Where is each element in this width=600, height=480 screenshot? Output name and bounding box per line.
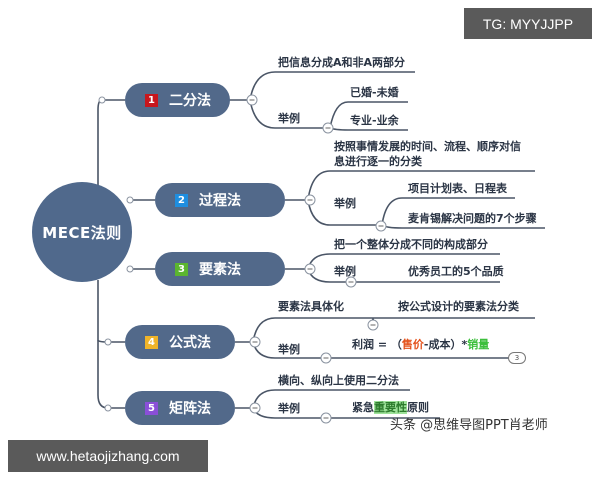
- matrix-example-label[interactable]: 举例: [278, 402, 300, 415]
- branch-node-process[interactable]: 2 过程法: [155, 183, 285, 217]
- root-node[interactable]: MECE法则: [32, 182, 132, 282]
- author-credit: 头条 @思维导图PPT肖老师: [390, 418, 548, 433]
- collapsed-count-badge[interactable]: 3: [508, 352, 526, 364]
- formula-price: 售价: [401, 338, 424, 351]
- binary-definition[interactable]: 把信息分成A和非A两部分: [278, 56, 406, 69]
- process-definition-line-2[interactable]: 息进行逐一的分类: [334, 155, 422, 168]
- process-example-label[interactable]: 举例: [334, 197, 356, 210]
- branch-label: 过程法: [199, 193, 241, 209]
- binary-example-label[interactable]: 举例: [278, 112, 300, 125]
- number-2-icon: 2: [175, 193, 188, 207]
- branch-node-elements[interactable]: 3 要素法: [155, 252, 285, 286]
- formula-middle: -成本）*: [423, 338, 468, 351]
- matrix-example-suffix: 原则: [407, 401, 429, 414]
- elements-example-label[interactable]: 举例: [334, 265, 356, 278]
- branch-label: 要素法: [199, 262, 241, 278]
- root-label: MECE法则: [42, 223, 122, 242]
- matrix-example-highlight: 重要性: [374, 401, 407, 414]
- elements-example-1[interactable]: 优秀员工的5个品质: [408, 265, 504, 278]
- watermark-top-right: TG: MYYJJPP: [464, 8, 592, 39]
- watermark-bottom-left: www.hetaojizhang.com: [8, 440, 208, 472]
- branch-node-formula[interactable]: 4 公式法: [125, 325, 235, 359]
- branch-node-binary[interactable]: 1 二分法: [125, 83, 230, 117]
- matrix-example[interactable]: 紧急重要性原则: [352, 401, 429, 415]
- formula-example-label[interactable]: 举例: [278, 343, 300, 356]
- formula-definition-detail[interactable]: 按公式设计的要素法分类: [398, 300, 519, 313]
- branch-node-matrix[interactable]: 5 矩阵法: [125, 391, 235, 425]
- process-definition-line-1[interactable]: 按照事情发展的时间、流程、顺序对信: [334, 140, 521, 153]
- matrix-example-prefix: 紧急: [352, 401, 374, 414]
- process-example-2[interactable]: 麦肯锡解决问题的7个步骤: [408, 212, 537, 225]
- formula-definition[interactable]: 要素法具体化: [278, 300, 344, 313]
- number-4-icon: 4: [145, 335, 158, 349]
- number-1-icon: 1: [145, 93, 158, 107]
- formula-prefix: 利润 = （: [352, 338, 402, 351]
- elements-definition[interactable]: 把一个整体分成不同的构成部分: [334, 238, 488, 251]
- branch-label: 矩阵法: [169, 401, 211, 417]
- number-5-icon: 5: [145, 401, 158, 415]
- binary-example-2[interactable]: 专业-业余: [350, 114, 399, 127]
- process-example-1[interactable]: 项目计划表、日程表: [408, 182, 507, 195]
- matrix-definition[interactable]: 横向、纵向上使用二分法: [278, 374, 399, 387]
- branch-label: 二分法: [169, 93, 211, 109]
- number-3-icon: 3: [175, 262, 188, 276]
- branch-label: 公式法: [169, 335, 211, 351]
- binary-example-1[interactable]: 已婚-未婚: [350, 86, 399, 99]
- formula-volume: 销量: [467, 338, 490, 351]
- formula-example[interactable]: 利润 = （售价-成本）*销量: [352, 338, 489, 352]
